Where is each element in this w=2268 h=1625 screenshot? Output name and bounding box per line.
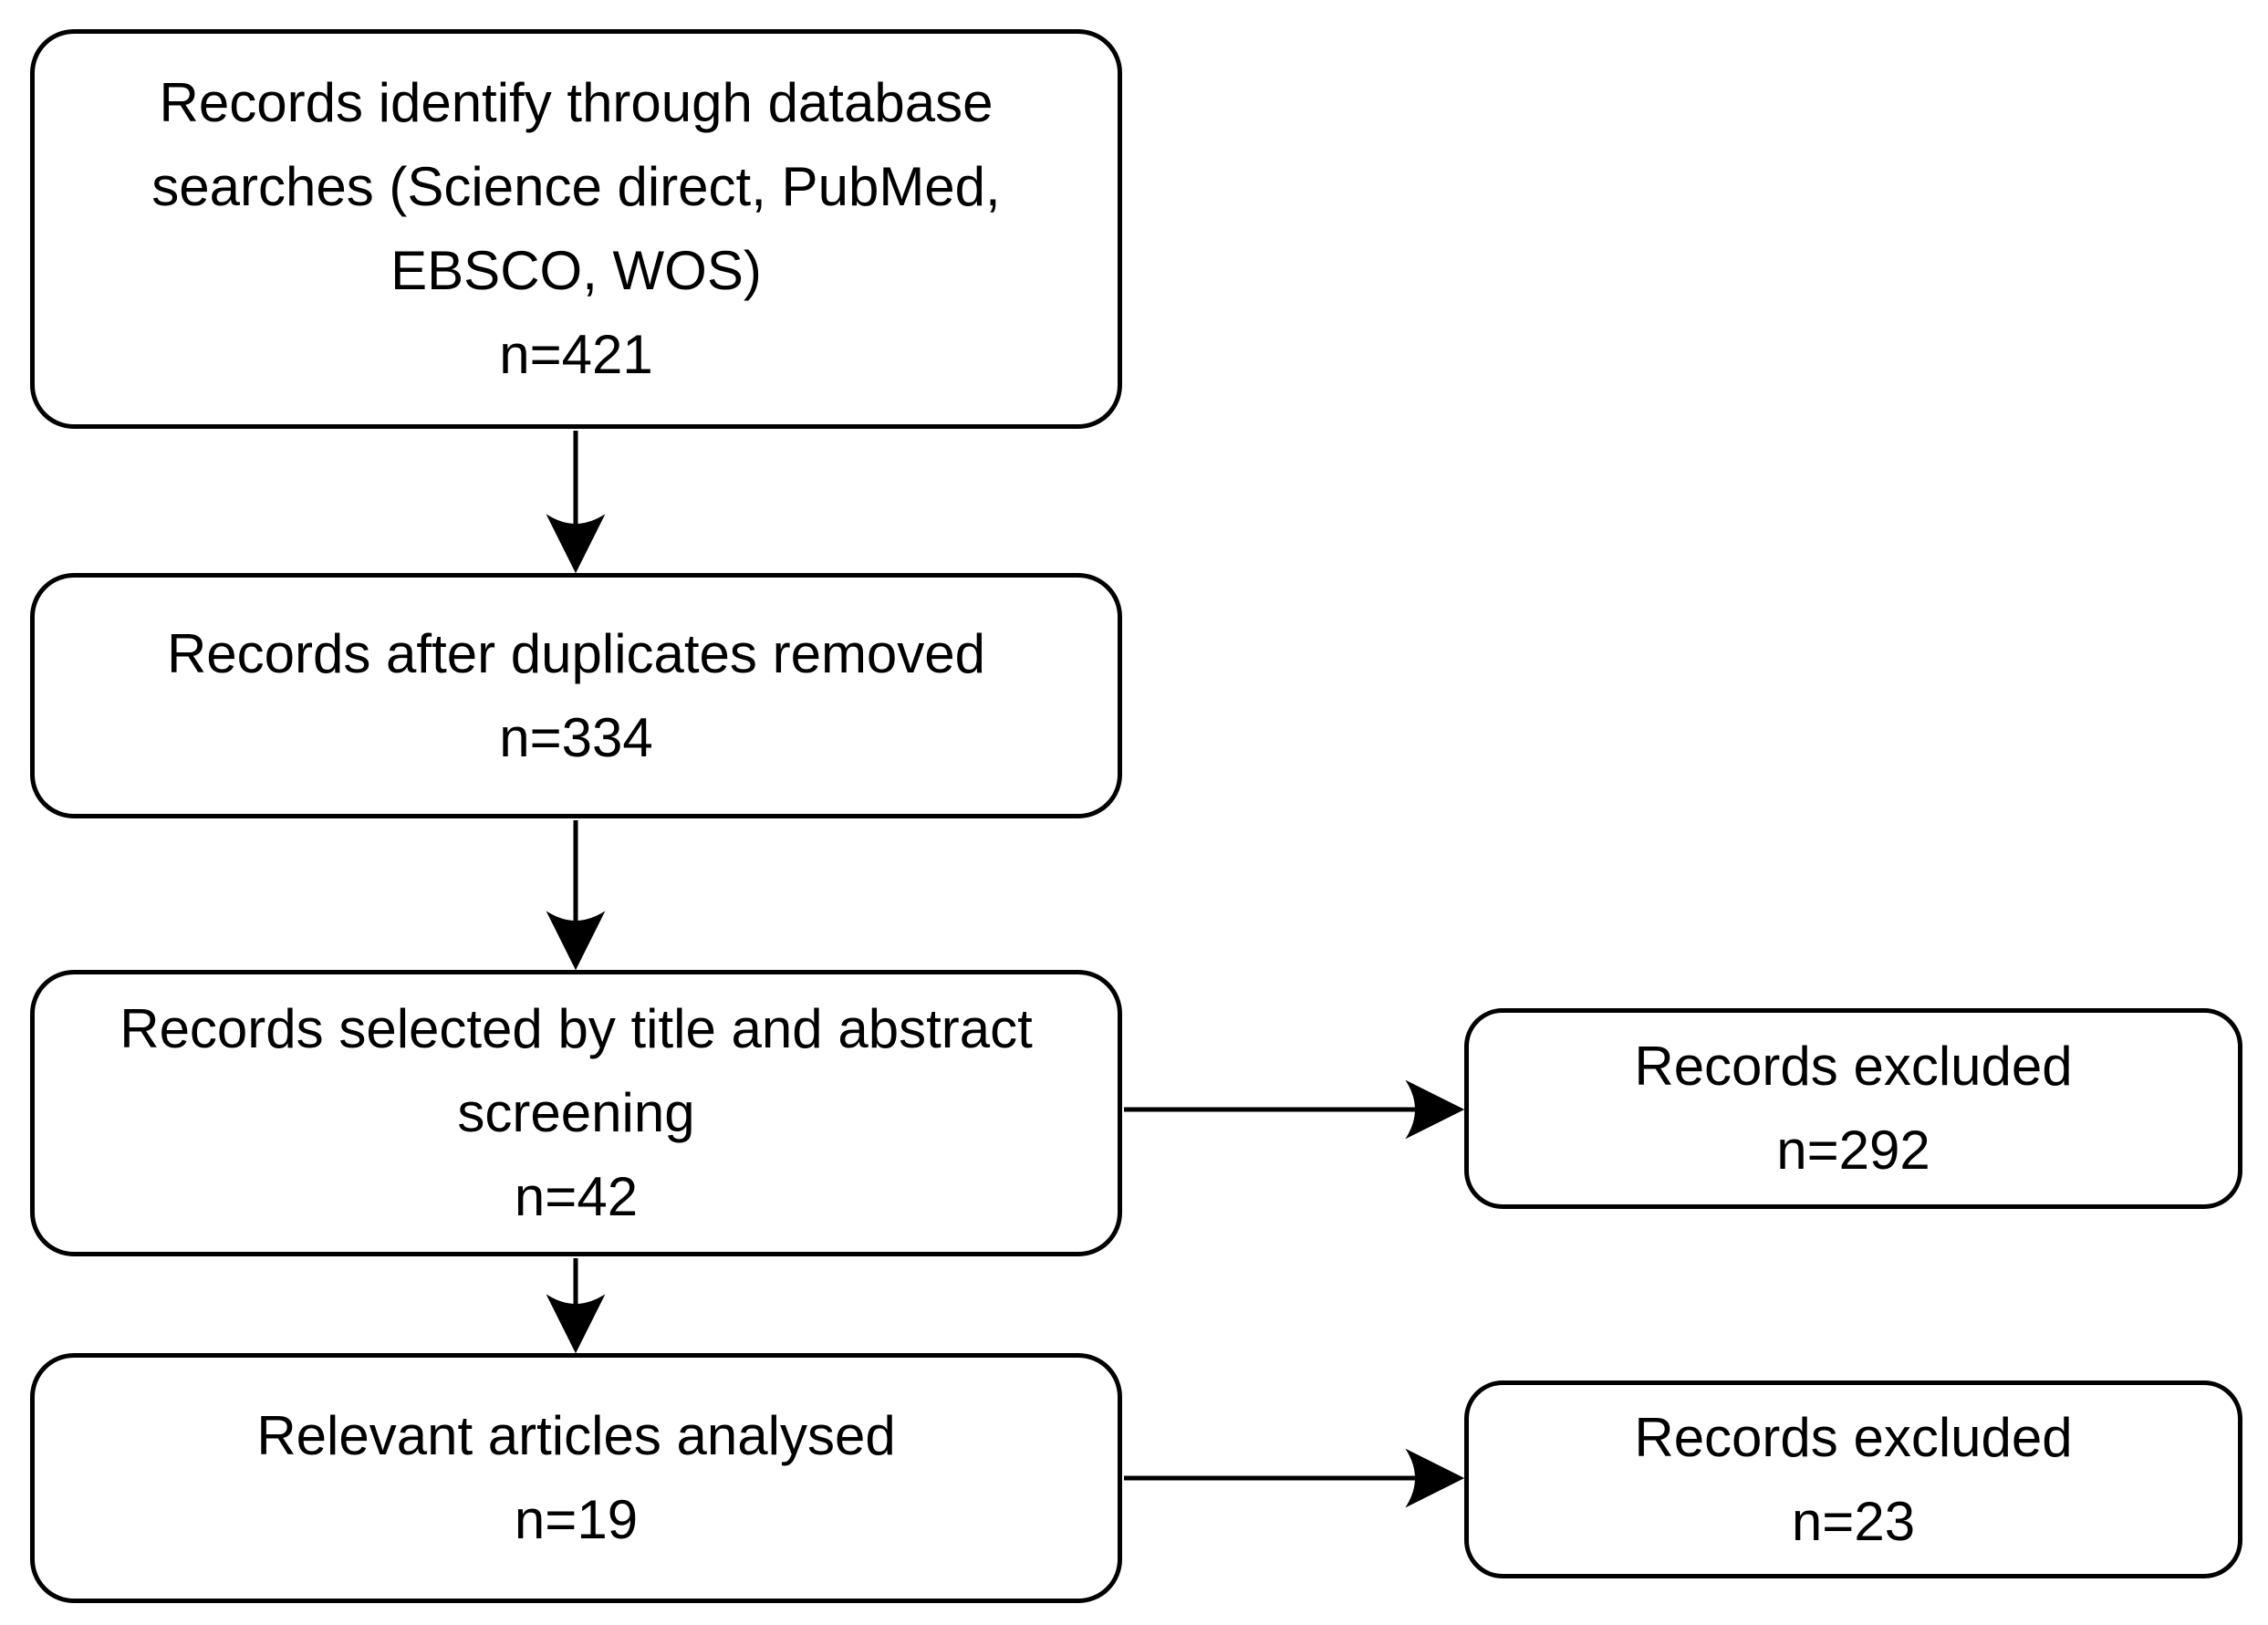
box-identification-text-line: searches (Science direct, PubMed, [151, 156, 1001, 217]
box-identification-text-line: Records identify through database [159, 72, 994, 133]
box-excluded-screening-count: n=292 [1776, 1120, 1930, 1181]
box-duplicates-text-line: Records after duplicates removed [166, 622, 986, 684]
box-relevant-analysed: Relevant articles analysed n=19 [30, 1353, 1122, 1603]
box-screening-text-line: Records selected by title and abstract [120, 998, 1033, 1059]
arrow-screening-to-excluded [1124, 1079, 1465, 1140]
box-duplicates-removed: Records after duplicates removed n=334 [30, 573, 1122, 818]
box-screening-count: n=42 [514, 1166, 639, 1227]
box-identification-count: n=421 [499, 324, 653, 385]
box-analysed-text-line: Relevant articles analysed [256, 1405, 896, 1466]
box-identification: Records identify through database search… [30, 29, 1122, 429]
box-identification-text-line: EBSCO, WOS) [390, 240, 762, 301]
box-duplicates-count: n=334 [499, 706, 653, 768]
box-excluded-screening: Records excluded n=292 [1464, 1008, 2242, 1209]
box-title-abstract-screening: Records selected by title and abstract s… [30, 970, 1122, 1256]
arrow-identification-to-duplicates [546, 431, 606, 574]
box-excluded-analysis-count: n=23 [1791, 1490, 1916, 1552]
box-screening-text-line: screening [457, 1082, 695, 1143]
arrow-duplicates-to-screening [546, 820, 606, 971]
arrow-analysed-to-excluded [1124, 1448, 1465, 1508]
arrow-screening-to-analysed [546, 1258, 606, 1354]
box-analysed-count: n=19 [514, 1489, 639, 1550]
box-excluded-analysis: Records excluded n=23 [1464, 1380, 2242, 1578]
box-excluded-screening-text-line: Records excluded [1634, 1036, 2073, 1097]
box-excluded-analysis-text-line: Records excluded [1634, 1406, 2073, 1468]
